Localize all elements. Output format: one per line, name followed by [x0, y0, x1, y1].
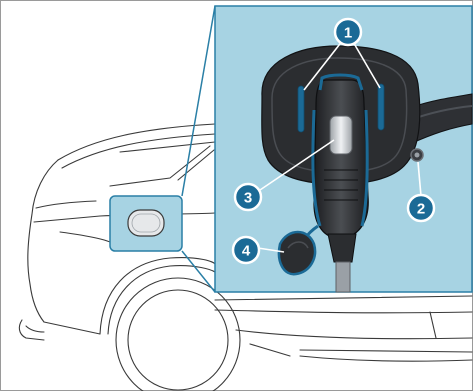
status-indicator-center [415, 153, 420, 158]
callout-3: 3 [235, 184, 261, 210]
charging-flap-highlight [110, 196, 182, 251]
callout-2: 2 [408, 195, 434, 221]
locking-slot-right [378, 84, 384, 130]
callout-3-label: 3 [244, 190, 252, 207]
callout-4-label: 4 [242, 243, 251, 260]
callout-4: 4 [233, 237, 259, 263]
plug-release-button [330, 116, 352, 154]
locking-slot-left [298, 86, 304, 132]
protective-cap [279, 232, 315, 274]
callout-1: 1 [335, 19, 361, 45]
callout-1-label: 1 [344, 25, 352, 42]
callout-2-label: 2 [417, 201, 425, 218]
charging-plug [314, 80, 368, 238]
charging-cable-down [336, 262, 350, 292]
